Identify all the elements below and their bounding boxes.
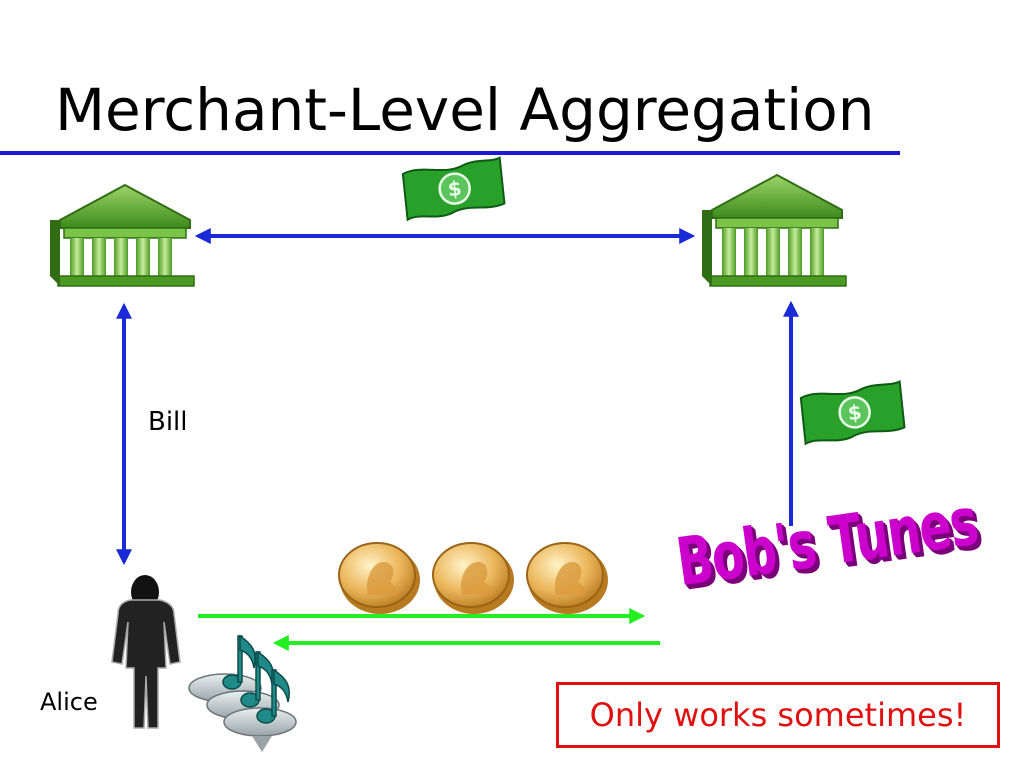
svg-text:$: $ (846, 400, 862, 425)
bill-label: Bill (148, 407, 188, 437)
right-bank-icon (702, 173, 847, 287)
dollar-bill-top-icon: $ (401, 156, 506, 222)
coin-icon-2 (432, 542, 514, 614)
left-bank-icon (50, 183, 195, 287)
coin-icon-3 (526, 542, 608, 614)
slide-title: Merchant-Level Aggregation (55, 76, 875, 144)
dollar-bill-right-icon: $ (799, 380, 906, 446)
coin-icon-1 (338, 542, 420, 614)
title-underline (0, 151, 900, 155)
warning-note: Only works sometimes! (556, 682, 1000, 748)
woman-silhouette-icon (111, 575, 181, 729)
svg-text:$: $ (446, 176, 462, 201)
music-notes-icon (188, 634, 297, 752)
alice-label: Alice (40, 688, 98, 716)
